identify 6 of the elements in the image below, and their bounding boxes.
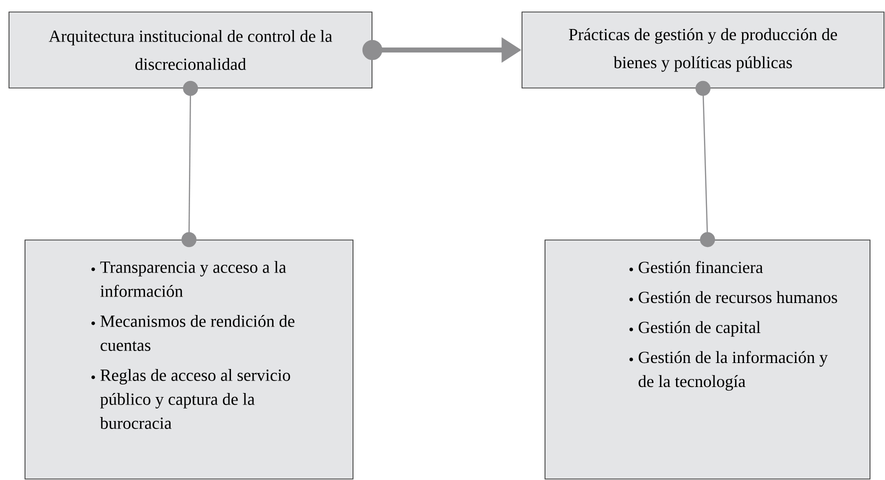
list-box: Transparencia y acceso a la información Mecanismos de rendición de cuentas Reglas de acceso al servicio público y captura de la burocracia <box>24 240 354 480</box>
connector <box>182 80 198 248</box>
connector <box>696 80 715 248</box>
list-box: Gestión financiera Gestión de recursos humanos Gestión de capital Gestión de la información y de la tecnología <box>544 240 870 480</box>
title-box: Arquitectura institucional de control de la discrecionalidad <box>8 12 372 88</box>
title-box: Prácticas de gestión y de producción de bienes y políticas públicas <box>522 12 884 88</box>
